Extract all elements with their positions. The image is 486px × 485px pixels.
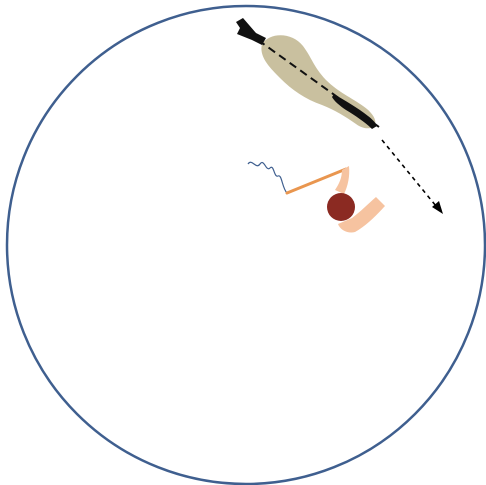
arrow-head	[432, 201, 443, 214]
horse-spine-line	[257, 39, 380, 128]
horse-tail	[236, 18, 266, 45]
handler-left-arm	[335, 166, 350, 194]
handler-top-view	[327, 166, 385, 233]
round-pen-boundary	[5, 4, 486, 485]
horse-travel-direction-arrow	[381, 139, 443, 214]
lunge-whip	[247, 161, 348, 195]
horse-top-view	[236, 18, 380, 129]
handler-right-arm	[338, 197, 385, 233]
horse-head	[332, 94, 377, 129]
whip-lash	[247, 161, 288, 194]
handler-head	[327, 193, 355, 221]
whip-stick	[285, 167, 348, 195]
arrow-shaft	[381, 139, 437, 207]
